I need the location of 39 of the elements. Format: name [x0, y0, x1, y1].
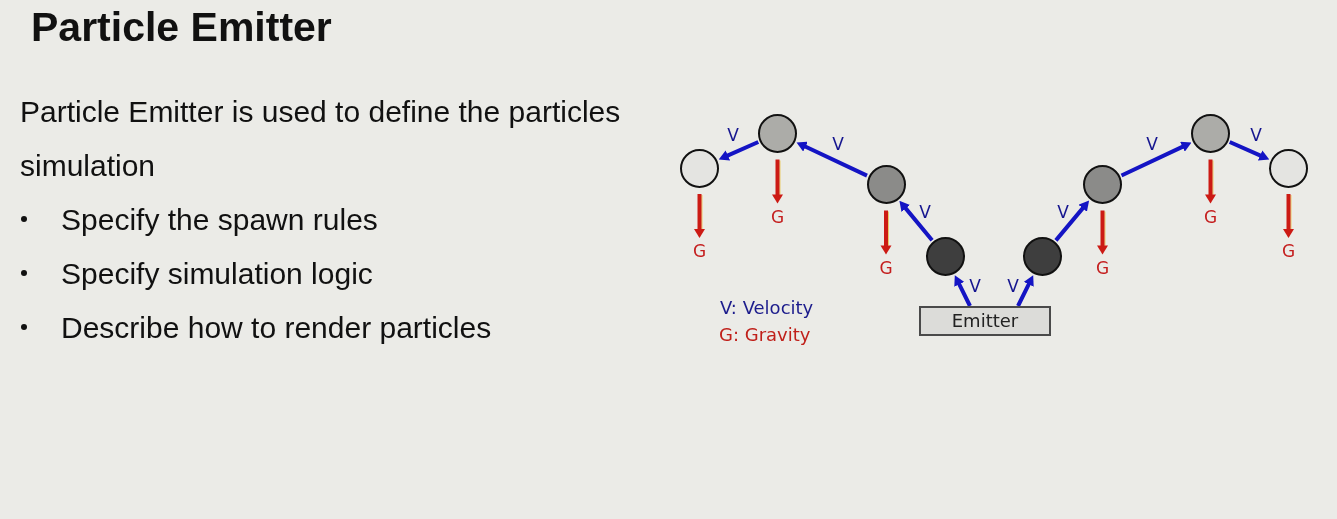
velocity-arrow: [897, 199, 934, 242]
edge-label: V: [969, 277, 981, 295]
arrow-label: G: [692, 242, 707, 260]
edge-label: V: [727, 126, 739, 144]
bullet-text: Describe how to render particles: [61, 310, 492, 346]
arrow-label: G: [1281, 242, 1296, 260]
particle-circle: [926, 237, 965, 276]
particle-circle: [1023, 237, 1062, 276]
bullet-text: Specify the spawn rules: [61, 202, 378, 238]
particle-circle: [680, 148, 719, 188]
slide-title: Particle Emitter: [31, 7, 332, 48]
velocity-arrow: [1120, 140, 1193, 178]
edge-label: V: [1250, 126, 1262, 144]
key-text: V: Velocity: [720, 299, 814, 317]
velocity-arrow: [1054, 199, 1091, 242]
arrow-label: G: [1203, 208, 1218, 225]
box-label: Emitter: [951, 312, 1019, 330]
arrow-label: G: [770, 208, 785, 225]
velocity-arrow: [1228, 140, 1271, 162]
arrow-label: G: [1095, 259, 1110, 276]
bullet-text: Specify simulation logic: [61, 256, 373, 292]
arrow-label: G: [879, 259, 893, 276]
body-paragraph: Particle Emitter is used to define the particles simulation: [20, 94, 622, 184]
particle-circle: [1191, 114, 1230, 153]
edge-label: V: [832, 135, 844, 153]
edge-label: V: [1146, 135, 1158, 153]
particle-circle: [758, 114, 797, 153]
particle-circle: [1083, 165, 1122, 204]
particle-circle: [866, 165, 906, 204]
edge-label: V: [1007, 277, 1019, 295]
emitter-box: [919, 306, 1051, 336]
key-text: G: Gravity: [719, 326, 811, 344]
edge-label: V: [919, 203, 931, 221]
velocity-arrow: [1016, 274, 1035, 307]
velocity-arrow: [953, 274, 972, 307]
edge-label: V: [1057, 203, 1069, 221]
velocity-arrow: [717, 140, 760, 162]
particle-circle: [1269, 148, 1308, 188]
velocity-arrow: [795, 140, 868, 178]
